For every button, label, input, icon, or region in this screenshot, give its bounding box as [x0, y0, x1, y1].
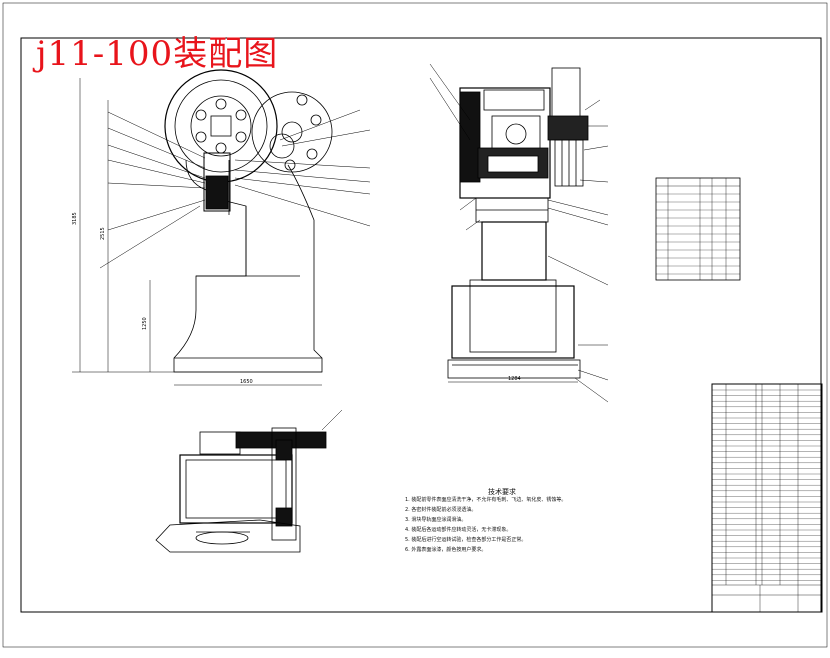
tech-requirement-line: 4. 装配后各运动部件应转动灵活，无卡滞现象。	[405, 527, 512, 533]
dim-height-3: 1250	[142, 317, 148, 330]
dim-base-width: 1650	[240, 379, 253, 385]
drawing-title: j11-100装配图	[36, 34, 279, 74]
tech-requirement-line: 5. 装配后进行空运转试验，检查各部分工作是否正常。	[405, 537, 527, 543]
outer-border	[2, 2, 828, 648]
dim-total-height: 3185	[72, 212, 78, 225]
inner-frame	[20, 37, 822, 613]
title-block	[711, 383, 823, 613]
tech-requirement-line: 1. 装配前零件表面应清洗干净，不允许有毛刺、飞边、氧化皮、锈蚀等。	[405, 497, 567, 503]
dim-height-2: 2515	[100, 227, 106, 240]
front-view	[429, 63, 609, 403]
tech-requirement-line: 2. 各密封件装配前必须浸透油。	[405, 507, 477, 513]
tech-requirement-line: 3. 滑块导轨面应涂润滑油。	[405, 517, 467, 523]
top-view	[155, 409, 343, 553]
tech-requirements-heading: 技术要求	[488, 488, 516, 496]
dim-front-width: 1284	[508, 376, 521, 382]
parts-list-small	[655, 177, 741, 281]
tech-requirement-line: 6. 外露表面涂漆，颜色按用户要求。	[405, 547, 487, 553]
side-view	[72, 69, 371, 386]
